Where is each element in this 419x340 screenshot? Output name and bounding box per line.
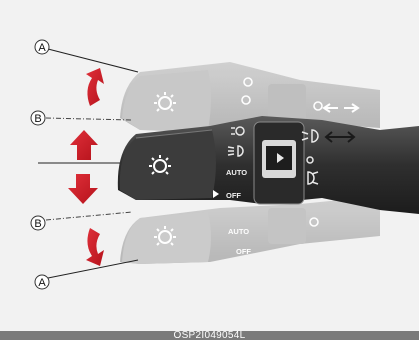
figure-code: OSP2I049054L <box>0 331 419 340</box>
callout-b-bottom: B <box>31 216 45 230</box>
callout-label: A <box>38 277 46 289</box>
down-arrow-icon <box>68 174 98 204</box>
figure-code-bar: OSP2I049054L <box>0 331 419 340</box>
stalk-main: AUTO OFF <box>118 116 419 214</box>
callout-label: B <box>34 113 41 125</box>
ghost-stalk-lower: AUTO OFF <box>120 196 380 264</box>
auto-label: AUTO <box>226 168 247 177</box>
ghost-off-label: OFF <box>236 247 251 256</box>
callout-label: B <box>34 218 41 230</box>
off-label: OFF <box>226 191 241 200</box>
callout-b-top: B <box>31 111 45 125</box>
curved-up-arrow-icon <box>86 68 104 106</box>
callout-a-top: A <box>35 40 49 54</box>
callout-label: A <box>38 42 46 54</box>
curved-down-arrow-icon <box>86 228 104 266</box>
ghost-auto-label: AUTO <box>228 227 249 236</box>
up-arrow-icon <box>70 130 98 160</box>
callout-a-bottom: A <box>35 275 49 289</box>
